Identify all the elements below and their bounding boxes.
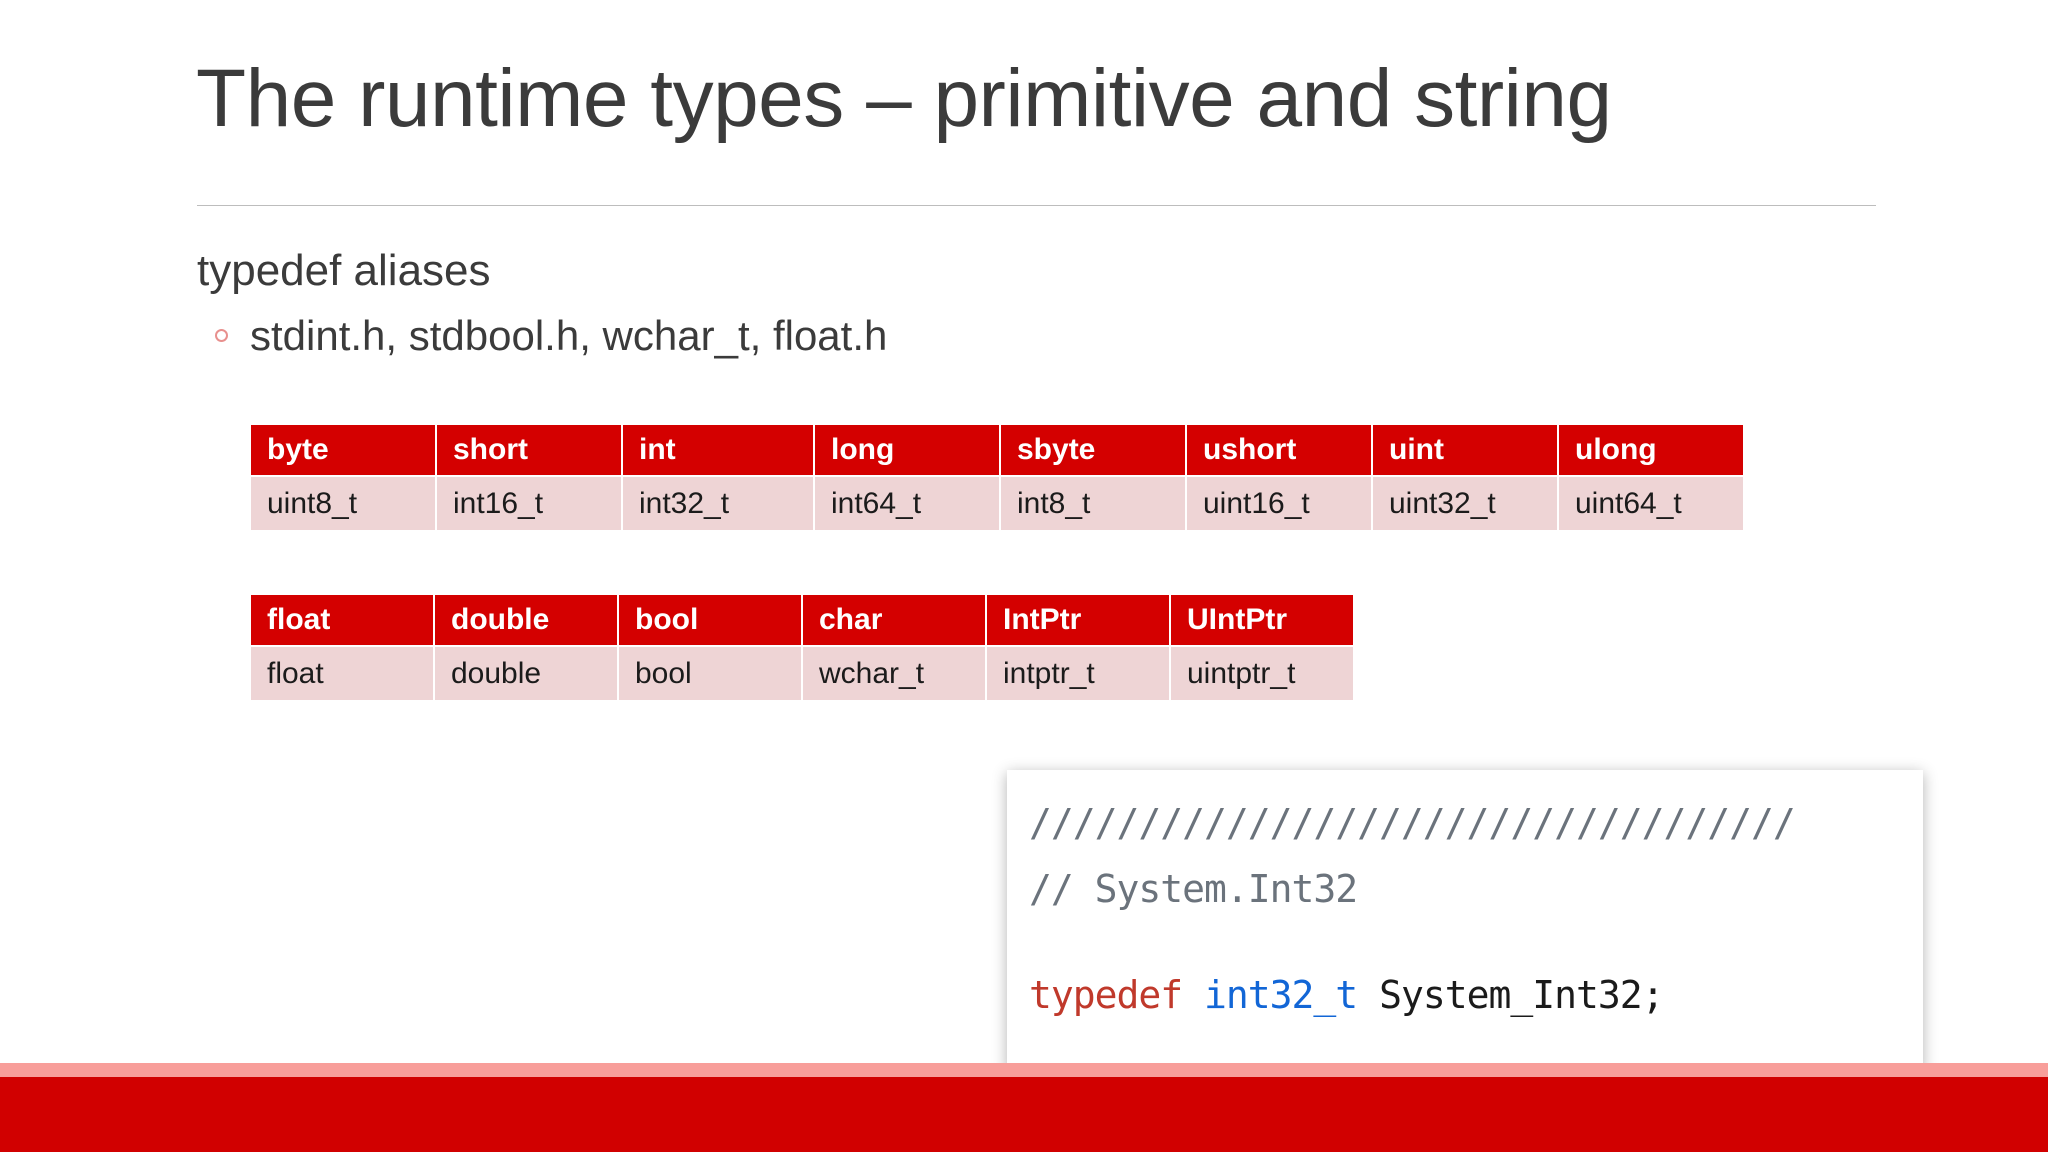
table-cell: intptr_t: [985, 645, 1171, 702]
hollow-circle-bullet-icon: [215, 329, 228, 342]
primitive-alias-table-two: float double bool char IntPtr UIntPtr fl…: [249, 593, 1355, 702]
table-header-row: float double bool char IntPtr UIntPtr: [249, 593, 1355, 647]
table-cell: uint16_t: [1185, 475, 1373, 532]
table-header-cell: sbyte: [999, 423, 1187, 477]
bullet-list-item: stdint.h, stdbool.h, wchar_t, float.h: [215, 312, 887, 360]
table-header-cell: int: [621, 423, 815, 477]
table-header-cell: IntPtr: [985, 593, 1171, 647]
lead-text: typedef aliases: [197, 246, 491, 295]
table-cell: uint32_t: [1371, 475, 1559, 532]
table-cell: int8_t: [999, 475, 1187, 532]
table-header-row: byte short int long sbyte ushort uint ul…: [249, 423, 1745, 477]
code-token-type: int32_t: [1204, 973, 1358, 1017]
table-cell: bool: [617, 645, 803, 702]
title-divider: [197, 205, 1876, 206]
table-row: uint8_t int16_t int32_t int64_t int8_t u…: [249, 475, 1745, 532]
primitive-alias-table-one: byte short int long sbyte ushort uint ul…: [249, 423, 1745, 532]
table-header-cell: long: [813, 423, 1001, 477]
table-cell: double: [433, 645, 619, 702]
table-row: float double bool wchar_t intptr_t uintp…: [249, 645, 1355, 702]
table-cell: uint8_t: [249, 475, 437, 532]
table-cell: int16_t: [435, 475, 623, 532]
table-header-cell: float: [249, 593, 435, 647]
table-header-cell: ulong: [1557, 423, 1745, 477]
table-header-cell: UIntPtr: [1169, 593, 1355, 647]
table-header-cell: ushort: [1185, 423, 1373, 477]
table-header-cell: double: [433, 593, 619, 647]
table-cell: wchar_t: [801, 645, 987, 702]
code-token-keyword: typedef: [1029, 973, 1205, 1017]
table-cell: int64_t: [813, 475, 1001, 532]
table-header-cell: uint: [1371, 423, 1559, 477]
table-cell: int32_t: [621, 475, 815, 532]
table-cell: uintptr_t: [1169, 645, 1355, 702]
code-line-comment: // System.Int32: [1029, 867, 1358, 911]
table-header-cell: bool: [617, 593, 803, 647]
table-cell: float: [249, 645, 435, 702]
footer-accent-bar: [0, 1063, 2048, 1077]
table-header-cell: short: [435, 423, 623, 477]
code-line-typedef: typedef int32_t System_Int32;: [1029, 962, 1901, 1028]
table-header-cell: char: [801, 593, 987, 647]
code-snippet-panel: /////////////////////////////////// // S…: [1007, 770, 1923, 1070]
code-line-rule: ///////////////////////////////////: [1029, 801, 1796, 845]
code-line-blank: [1029, 922, 1901, 962]
page-title: The runtime types – primitive and string: [196, 53, 1612, 144]
table-cell: uint64_t: [1557, 475, 1745, 532]
code-token-identifier: System_Int32;: [1357, 973, 1664, 1017]
footer-bar: [0, 1077, 2048, 1152]
table-header-cell: byte: [249, 423, 437, 477]
bullet-item-label: stdint.h, stdbool.h, wchar_t, float.h: [250, 312, 888, 359]
